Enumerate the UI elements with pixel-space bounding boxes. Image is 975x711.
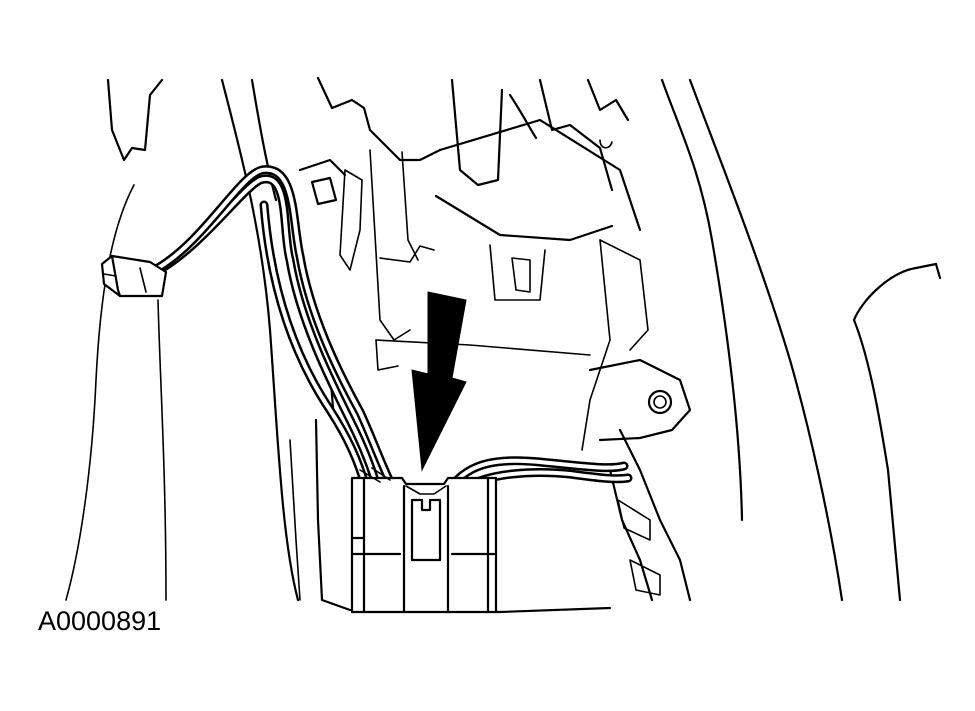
pigtail-connector — [100, 254, 168, 298]
column-housing — [298, 76, 844, 602]
left-trim-panel — [65, 78, 300, 602]
right-trim-panel — [852, 262, 942, 602]
down-arrow-icon — [411, 291, 467, 472]
mounting-bracket — [588, 358, 692, 602]
wire-harness — [145, 165, 633, 495]
figure-id-label: A0000891 — [38, 606, 162, 636]
main-electrical-connector — [350, 467, 498, 614]
